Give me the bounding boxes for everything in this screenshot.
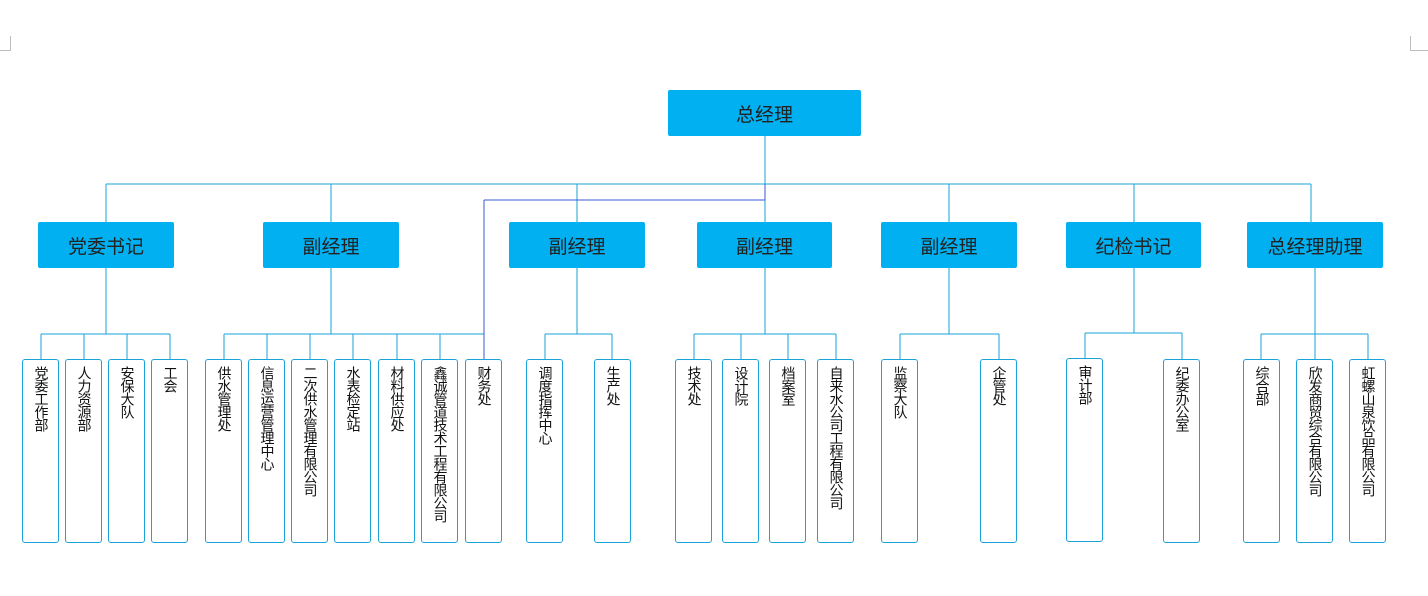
leaf-label: 档案室 bbox=[779, 366, 796, 405]
leaf-label: 调度指挥中心 bbox=[536, 366, 553, 444]
leaf-party-work-dept: 党委工作部 bbox=[22, 359, 59, 543]
leaf-label: 安保大队 bbox=[118, 366, 135, 418]
leaf-technology: 技术处 bbox=[675, 359, 712, 543]
leaf-design-institute: 设计院 bbox=[722, 359, 759, 543]
node-label: 副经理 bbox=[302, 235, 360, 258]
leaf-label: 综合部 bbox=[1253, 366, 1270, 405]
leaf-label: 技术处 bbox=[685, 366, 702, 405]
leaf-info-ops-center: 信息运营管理中心 bbox=[248, 359, 285, 543]
leaf-secondary-water-co: 二次供水管理有限公司 bbox=[291, 359, 328, 543]
leaf-label: 生产处 bbox=[604, 366, 621, 405]
node-deputy-manager-2: 副经理 bbox=[509, 222, 645, 268]
leaf-enterprise-mgmt: 企管处 bbox=[980, 359, 1017, 543]
leaf-material-supply: 材料供应处 bbox=[378, 359, 415, 543]
crop-mark-top-right bbox=[1410, 36, 1428, 51]
leaf-label: 纪委办公室 bbox=[1173, 366, 1190, 431]
leaf-label: 设计院 bbox=[732, 366, 749, 405]
leaf-label: 水表检定站 bbox=[344, 366, 361, 431]
node-label: 副经理 bbox=[920, 235, 978, 258]
leaf-waterworks-engineering-co: 自来水公司工程有限公司 bbox=[817, 359, 854, 543]
leaf-label: 党委工作部 bbox=[32, 366, 49, 431]
leaf-general-office: 综合部 bbox=[1243, 359, 1280, 543]
leaf-hr-dept: 人力资源部 bbox=[65, 359, 102, 543]
leaf-discipline-office: 纪委办公室 bbox=[1163, 359, 1200, 543]
leaf-xincheng-pipeline-co: 鑫诚管道技术工程有限公司 bbox=[421, 359, 458, 543]
leaf-label: 材料供应处 bbox=[388, 366, 405, 431]
leaf-label: 虹螺山泉饮品有限公司 bbox=[1359, 366, 1376, 496]
node-label: 党委书记 bbox=[67, 235, 144, 258]
leaf-label: 供水管理处 bbox=[215, 366, 232, 431]
leaf-audit: 审计部 bbox=[1066, 358, 1103, 542]
leaf-label: 自来水公司工程有限公司 bbox=[827, 366, 844, 509]
leaf-production: 生产处 bbox=[594, 359, 631, 543]
leaf-label: 工会 bbox=[161, 366, 178, 392]
leaf-xinfa-trading-co: 欣发商贸综合有限公司 bbox=[1296, 359, 1333, 543]
leaf-label: 二次供水管理有限公司 bbox=[301, 366, 318, 496]
node-label: 副经理 bbox=[548, 235, 606, 258]
leaf-label: 审计部 bbox=[1076, 365, 1093, 404]
leaf-label: 信息运营管理中心 bbox=[258, 366, 275, 470]
leaf-water-supply-mgmt: 供水管理处 bbox=[205, 359, 242, 543]
leaf-meter-calibration: 水表检定站 bbox=[334, 359, 371, 543]
leaf-label: 企管处 bbox=[990, 366, 1007, 405]
leaf-archives: 档案室 bbox=[769, 359, 806, 543]
node-label: 副经理 bbox=[735, 235, 793, 258]
leaf-label: 欣发商贸综合有限公司 bbox=[1306, 366, 1323, 496]
leaf-label: 人力资源部 bbox=[75, 366, 92, 431]
leaf-security-team: 安保大队 bbox=[108, 359, 145, 543]
node-label: 总经理助理 bbox=[1267, 235, 1363, 258]
node-deputy-manager-1: 副经理 bbox=[263, 222, 399, 268]
leaf-hongluo-spring-co: 虹螺山泉饮品有限公司 bbox=[1349, 359, 1386, 543]
node-label: 总经理 bbox=[735, 103, 793, 126]
leaf-inspection-team: 监察大队 bbox=[881, 359, 918, 543]
leaf-label: 监察大队 bbox=[891, 366, 908, 418]
crop-mark-top-left bbox=[0, 36, 11, 51]
node-assistant-general-manager: 总经理助理 bbox=[1247, 222, 1383, 268]
node-general-manager: 总经理 bbox=[668, 90, 861, 136]
node-label: 纪检书记 bbox=[1095, 235, 1172, 258]
leaf-label: 财务处 bbox=[475, 366, 492, 405]
node-discipline-secretary: 纪检书记 bbox=[1066, 222, 1201, 268]
leaf-finance: 财务处 bbox=[465, 359, 502, 543]
node-party-secretary: 党委书记 bbox=[38, 222, 174, 268]
leaf-dispatch-center: 调度指挥中心 bbox=[526, 359, 563, 543]
node-deputy-manager-3: 副经理 bbox=[697, 222, 832, 268]
leaf-union: 工会 bbox=[151, 359, 188, 543]
leaf-label: 鑫诚管道技术工程有限公司 bbox=[431, 366, 448, 522]
node-deputy-manager-4: 副经理 bbox=[881, 222, 1017, 268]
